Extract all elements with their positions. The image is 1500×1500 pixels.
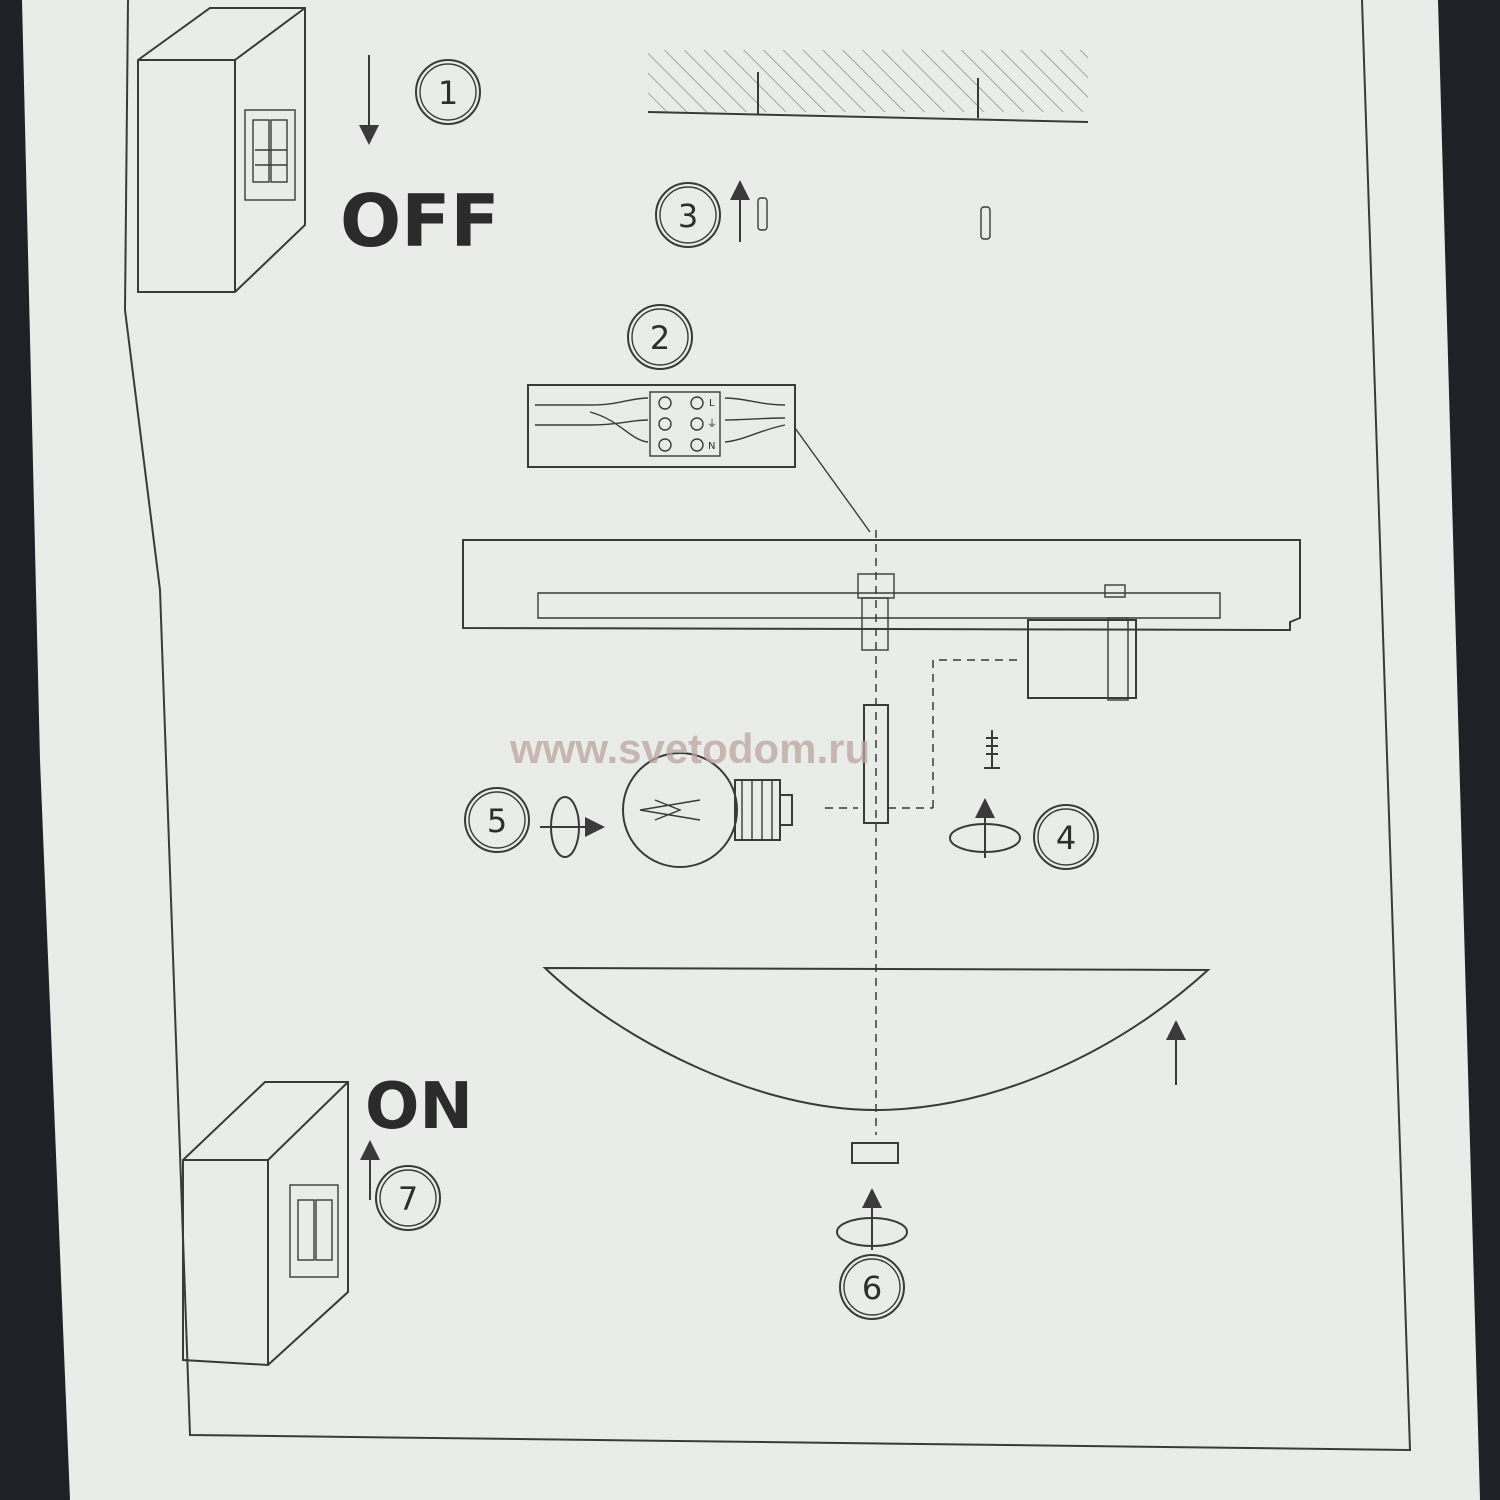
ceiling-section xyxy=(647,50,1089,123)
lamp-holder-bracket-dashed xyxy=(825,659,1020,809)
wall-plug-icon xyxy=(980,206,991,240)
step-3-badge: 3 xyxy=(655,182,721,248)
step-4-badge: 4 xyxy=(1033,804,1099,870)
step-2-number: 2 xyxy=(650,319,670,357)
wall-plug-icon xyxy=(757,197,768,231)
glass-shade xyxy=(542,966,1211,1112)
terminal-block-detail: L ⏚ N xyxy=(527,384,796,468)
rotate-clockwise-icon xyxy=(540,796,605,858)
paper-sheet xyxy=(22,0,1480,1500)
breaker-switch-on-icon xyxy=(182,1081,349,1367)
step-1-badge: 1 xyxy=(415,59,481,125)
rotate-tighten-icon xyxy=(949,798,1021,858)
step-4-number: 4 xyxy=(1056,819,1076,857)
step-2-badge: 2 xyxy=(627,304,693,370)
step-6-badge: 6 xyxy=(839,1254,905,1320)
breaker-switch-off-icon xyxy=(137,7,306,293)
step-5-number: 5 xyxy=(487,802,507,840)
finial-nut-icon xyxy=(851,1142,899,1164)
step-1-number: 1 xyxy=(438,74,458,112)
terminal-label-l: L xyxy=(709,398,715,409)
off-label: OFF xyxy=(340,179,500,263)
step-7-badge: 7 xyxy=(375,1165,441,1231)
terminal-label-n: N xyxy=(708,441,715,452)
step-6-number: 6 xyxy=(862,1269,882,1307)
screw-icon xyxy=(984,730,1000,769)
fixture-base xyxy=(462,539,1301,701)
threaded-rod-icon xyxy=(863,704,889,824)
step-3-number: 3 xyxy=(678,197,698,235)
light-bulb-icon xyxy=(622,752,793,868)
on-label: ON xyxy=(365,1070,473,1144)
step-7-number: 7 xyxy=(398,1180,418,1218)
terminal-label-earth: ⏚ xyxy=(707,418,717,430)
step-5-badge: 5 xyxy=(464,787,530,853)
watermark-text: www.svetodom.ru xyxy=(509,725,870,772)
detail-leader-line xyxy=(794,427,871,533)
rotate-tighten-icon xyxy=(836,1188,908,1250)
sheet-border xyxy=(123,0,1412,1452)
